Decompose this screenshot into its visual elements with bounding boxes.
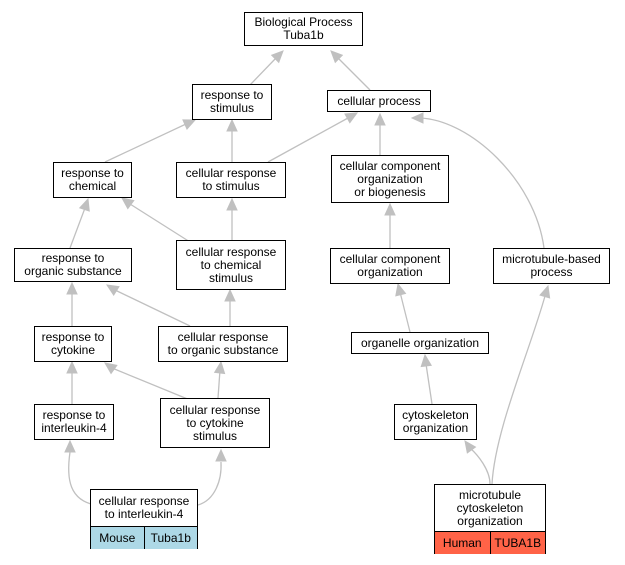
edge-organelle-to-cco (399, 291, 411, 333)
node-response-to-stimulus: response to stimulus (192, 84, 272, 120)
node-organelle-organization: organelle organization (351, 332, 489, 354)
edge-cellchem-to-chem (129, 203, 191, 243)
edge-human-to-cytoskel-arrowhead (464, 440, 477, 454)
leaf-human-label: microtubule cytoskeleton organization (435, 485, 545, 532)
leaf-human-species: Human (435, 532, 490, 554)
node-response-to-chemical: response to chemical (53, 162, 132, 198)
node-cellular-response-to-stimulus: cellular response to stimulus (176, 162, 286, 198)
edge-cellcytokine-to-cytokine (111, 367, 191, 401)
edge-cellcytokine-to-cytokine-arrowhead (104, 362, 118, 375)
node-cellular-process: cellular process (327, 90, 431, 112)
edge-cellchem-to-cellstim-arrowhead (226, 197, 238, 211)
leaf-mouse-species: Mouse (91, 527, 144, 549)
edge-organic-to-chem-arrowhead (78, 197, 90, 212)
leaf-mouse: cellular response to interleukin-4 Mouse… (90, 489, 198, 549)
edge-organelle-to-cco-arrowhead (395, 282, 407, 297)
edge-cellcytokine-to-cellorganic (217, 369, 221, 399)
leaf-mouse-label: cellular response to interleukin-4 (91, 490, 197, 527)
edge-cco-to-ccob-arrowhead (384, 202, 396, 216)
edge-mouse-to-cellcytokine-arrowhead (215, 448, 227, 462)
leaf-mouse-gene: Tuba1b (143, 527, 197, 549)
edge-stim-to-bp (249, 57, 277, 86)
edge-mtbased-to-cellproc (419, 117, 545, 249)
leaf-human: microtubule cytoskeleton organization Hu… (434, 484, 546, 554)
edge-human-to-cytoskel (469, 447, 491, 485)
edge-mouse-to-il4-arrowhead (64, 439, 76, 453)
node-cellular-response-to-organic-substance: cellular response to organic substance (158, 326, 288, 362)
edge-chem-to-stim (104, 123, 187, 163)
edge-cellchem-to-chem-arrowhead (121, 197, 135, 210)
edge-mtbased-to-cellproc-arrowhead (410, 112, 424, 124)
node-response-to-interleukin-4: response to interleukin-4 (34, 404, 114, 440)
edge-stim-to-bp-arrowhead (270, 50, 284, 64)
edge-cytoskel-to-organelle-arrowhead (420, 353, 433, 368)
node-cellular-response-to-cytokine-stimulus: cellular response to cytokine stimulus (160, 398, 270, 448)
node-microtubule-based-process: microtubule-based process (493, 248, 610, 284)
edge-mouse-to-il4 (68, 451, 96, 506)
node-response-to-cytokine: response to cytokine (34, 326, 112, 362)
edge-cellorganic-to-organic (114, 289, 191, 327)
edge-chem-to-stim-arrowhead (182, 119, 197, 130)
edge-ccob-to-cellproc-arrowhead (374, 112, 386, 126)
edge-group (64, 50, 551, 506)
edge-cellproc-to-bp-arrowhead (330, 50, 344, 64)
edge-mouse-to-cellcytokine (197, 461, 222, 506)
edge-human-to-mtbased (491, 295, 546, 485)
edge-cellcytokine-to-cellorganic-arrowhead (213, 360, 226, 375)
leaf-human-gene: TUBA1B (489, 532, 545, 554)
node-ccob: cellular component organization or bioge… (331, 155, 449, 203)
edge-il4-to-cytokine-arrowhead (66, 360, 78, 374)
node-cytoskeleton-organization: cytoskeleton organization (394, 404, 477, 440)
edge-cellproc-to-bp (337, 57, 371, 91)
node-cellular-response-to-chemical-stimulus: cellular response to chemical stimulus (176, 240, 286, 290)
node-response-to-organic-substance: response to organic substance (14, 248, 132, 282)
edge-cytoskel-to-organelle (425, 363, 433, 405)
edge-cytokine-to-organic-arrowhead (66, 281, 78, 295)
node-cellular-component-organization: cellular component organization (330, 248, 450, 284)
edge-human-to-mtbased-arrowhead (539, 284, 551, 299)
edge-cellstim-to-cellproc-arrowhead (344, 112, 359, 124)
edge-cellstim-to-cellproc (267, 117, 349, 163)
edge-cellstim-to-stim-arrowhead (226, 118, 238, 132)
edge-organic-to-chem (69, 207, 86, 249)
node-biological-process: Biological Process Tuba1b (244, 12, 363, 46)
edge-cellorganic-to-cellchem-arrowhead (224, 288, 236, 302)
edge-cellorganic-to-organic-arrowhead (105, 284, 120, 296)
